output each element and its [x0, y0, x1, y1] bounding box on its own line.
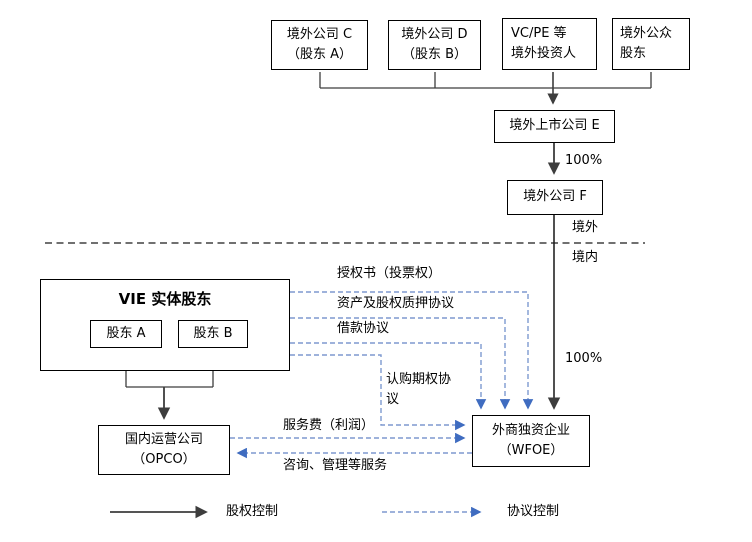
node-offshore-listed-company-e: 境外上市公司 E — [494, 110, 615, 143]
label-offshore: 境外 — [572, 220, 599, 235]
node-label: （股东 A） — [286, 46, 353, 62]
legend-contract-control-label: 协议控制 — [507, 504, 560, 519]
label-asset-equity-pledge: 资产及股权质押协议 — [337, 296, 455, 311]
edge-call-option — [290, 354, 466, 431]
node-offshore-company-d: 境外公司 D （股东 B） — [388, 20, 481, 70]
edge-loan-agreement — [290, 342, 487, 410]
node-label: 境外公众 — [620, 26, 673, 41]
node-label: 境外公司 C — [286, 27, 353, 42]
label-e-to-f-percent: 100% — [565, 153, 603, 168]
vie-entity-shareholders-title: VIE 实体股东 — [118, 290, 212, 308]
edge-asset-equity-pledge — [290, 317, 511, 410]
edge-power-of-attorney — [290, 291, 534, 410]
node-offshore-company-f: 境外公司 F — [507, 180, 603, 215]
node-label: 股东 A — [106, 326, 146, 341]
label-service-fee: 服务费（利润） — [283, 418, 375, 433]
node-offshore-company-c: 境外公司 C （股东 A） — [271, 20, 368, 70]
node-label: （股东 B） — [401, 46, 468, 62]
node-label: 境外公司 D — [401, 27, 468, 42]
node-domestic-operating-company: 国内运营公司 （OPCO） — [98, 425, 230, 475]
node-vc-pe-investors: VC/PE 等 境外投资人 — [502, 18, 597, 70]
node-label: 境外投资人 — [511, 45, 577, 61]
label-onshore: 境内 — [572, 250, 599, 265]
node-label: 股东 — [620, 45, 647, 61]
label-power-of-attorney: 授权书（投票权） — [337, 266, 442, 281]
legend-equity-control-label: 股权控制 — [226, 504, 279, 519]
node-label: 国内运营公司 — [124, 432, 203, 447]
label-loan-agreement: 借款协议 — [337, 321, 390, 336]
node-wfoe: 外商独资企业 （WFOE） — [472, 415, 590, 467]
node-label: 股东 B — [193, 326, 233, 341]
node-vie-entity-shareholders: VIE 实体股东 — [40, 279, 290, 371]
node-offshore-public-shareholders: 境外公众 股东 — [612, 18, 690, 70]
node-label: （WFOE） — [498, 442, 564, 458]
node-label: 外商独资企业 — [491, 423, 570, 438]
node-label: 境外公司 F — [523, 189, 587, 204]
node-label: （OPCO） — [132, 451, 196, 467]
label-call-option-agreement: 认购期权协议 — [386, 372, 452, 408]
node-shareholder-a: 股东 A — [90, 320, 162, 348]
label-f-to-wfoe-percent: 100% — [565, 351, 603, 366]
node-label: 境外上市公司 E — [509, 118, 600, 133]
label-consulting-services: 咨询、管理等服务 — [283, 458, 388, 473]
node-label: VC/PE 等 — [511, 26, 567, 41]
node-shareholder-b: 股东 B — [178, 320, 248, 348]
